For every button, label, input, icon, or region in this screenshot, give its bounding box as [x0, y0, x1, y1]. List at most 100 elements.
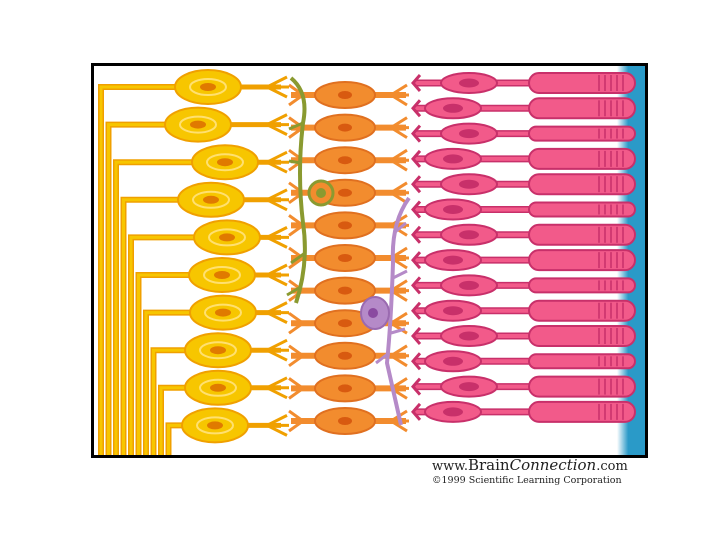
ganglion-dendrite: [263, 188, 289, 212]
amacrine-branch: [286, 121, 306, 297]
photoreceptor-nucleus: [459, 331, 479, 341]
bipolar-cell: [288, 374, 409, 403]
photoreceptor-terminal: [411, 327, 422, 345]
ganglion-dendrite: [263, 376, 289, 400]
horizontal-nucleus: [368, 308, 378, 318]
bipolar-nucleus: [338, 417, 352, 425]
photoreceptor-cell: [411, 400, 636, 423]
ganglion-ring: [206, 153, 244, 172]
photoreceptor-nucleus: [459, 382, 479, 392]
photoreceptor-outer-segment: [528, 325, 636, 347]
ganglion-ring: [199, 341, 237, 360]
photoreceptor-cell: [411, 147, 636, 170]
ganglion-ring: [199, 378, 237, 397]
photoreceptor-outer-segment: [528, 125, 636, 142]
ganglion-cell: [165, 407, 289, 455]
retina-diagram: [91, 63, 648, 458]
site-prefix: www.: [432, 459, 468, 474]
bipolar-dendrite: [388, 214, 409, 237]
photoreceptor-cell: [411, 223, 636, 246]
ganglion-dendrite: [263, 113, 289, 136]
photoreceptor-nucleus: [443, 306, 463, 316]
photoreceptor-nucleus: [459, 78, 479, 88]
photoreceptor-outer-segment: [528, 249, 636, 272]
photoreceptor-cell: [411, 299, 636, 322]
photoreceptor-cell: [411, 274, 636, 297]
amacrine-cell: [286, 76, 335, 304]
ganglion-dendrite: [263, 338, 289, 362]
photoreceptor-outer-segment: [528, 147, 636, 170]
ganglion-ring: [196, 416, 234, 435]
bipolar-nucleus: [338, 254, 352, 262]
ganglion-ring: [192, 190, 230, 209]
photoreceptor-nucleus: [443, 154, 463, 164]
photoreceptor-cell: [411, 72, 636, 94]
photoreceptor-nucleus: [459, 129, 479, 139]
photoreceptor-nucleus: [443, 356, 463, 366]
photoreceptor-terminal: [411, 200, 422, 219]
ganglion-cell: [98, 69, 289, 455]
photoreceptor-outer-segment: [528, 97, 636, 120]
photoreceptor-cell: [411, 122, 636, 145]
bipolar-cell: [288, 113, 409, 142]
photoreceptor-outer-segment: [528, 72, 636, 94]
ganglion-ring: [179, 115, 217, 134]
credit: www.BrainConnection.com ©1999 Scientific…: [432, 457, 652, 487]
ganglion-axon-fill: [114, 160, 225, 455]
ganglion-dendrite: [263, 263, 289, 287]
bipolar-dendrite: [388, 83, 409, 107]
bipolar-cell: [288, 81, 409, 109]
bipolar-dendrite: [388, 116, 409, 139]
photoreceptor-cell: [411, 325, 636, 347]
ganglion-ring: [208, 228, 246, 247]
photoreceptor-outer-segment: [528, 277, 636, 294]
site-suffix: .com: [596, 459, 628, 474]
photoreceptor-cell: [411, 375, 636, 398]
photoreceptor-terminal: [411, 251, 422, 270]
photoreceptor-cell: [411, 249, 636, 272]
ganglion-ring: [204, 303, 242, 322]
bipolar-terminal: [288, 409, 306, 433]
photoreceptor-nucleus: [443, 205, 463, 214]
ganglion-nucleus: [200, 83, 216, 91]
bipolar-dendrite: [388, 181, 409, 205]
photoreceptor-outer-segment: [528, 400, 636, 423]
photoreceptor-outer-segment: [528, 353, 636, 370]
bipolar-cell: [288, 276, 409, 305]
photoreceptor-outer-segment: [528, 201, 636, 218]
copyright: ©1999 Scientific Learning Corporation: [432, 475, 622, 486]
photoreceptor-cell: [411, 198, 636, 221]
ganglion-cell: [135, 257, 289, 455]
photoreceptor-nucleus: [443, 255, 463, 265]
bipolar-terminal: [288, 311, 306, 335]
bipolar-dendrite: [388, 344, 409, 368]
horizontal-branch: [375, 221, 408, 365]
photoreceptor-outer-segment: [528, 173, 636, 196]
ganglion-nucleus: [210, 383, 226, 392]
photoreceptor-nucleus: [443, 103, 463, 113]
ganglion-dendrite: [263, 75, 289, 99]
bipolar-terminal: [288, 181, 306, 205]
bipolar-terminal: [288, 148, 306, 172]
photoreceptor-nucleus: [459, 280, 479, 290]
bipolar-cell: [288, 146, 409, 175]
bipolar-nucleus: [338, 286, 352, 295]
bipolar-dendrite: [388, 148, 409, 172]
photoreceptor-terminal: [411, 225, 422, 244]
photoreceptor-terminal: [411, 149, 422, 168]
amacrine-nucleus: [316, 188, 326, 198]
ganglion-cell: [120, 181, 289, 455]
bipolar-terminal: [288, 377, 306, 400]
photoreceptor-terminal: [411, 377, 422, 396]
photoreceptor-nucleus: [459, 179, 479, 189]
site-connection: Connection: [509, 456, 597, 474]
photoreceptor-terminal: [411, 74, 422, 92]
ganglion-nucleus: [219, 233, 235, 242]
photoreceptor-terminal: [411, 402, 422, 421]
site-brain: Brain: [467, 456, 510, 474]
ganglion-cell: [143, 294, 289, 455]
ganglion-cell: [113, 144, 289, 455]
photoreceptor-terminal: [411, 99, 422, 118]
bipolar-terminal: [288, 279, 306, 302]
photoreceptor-terminal: [411, 124, 422, 143]
